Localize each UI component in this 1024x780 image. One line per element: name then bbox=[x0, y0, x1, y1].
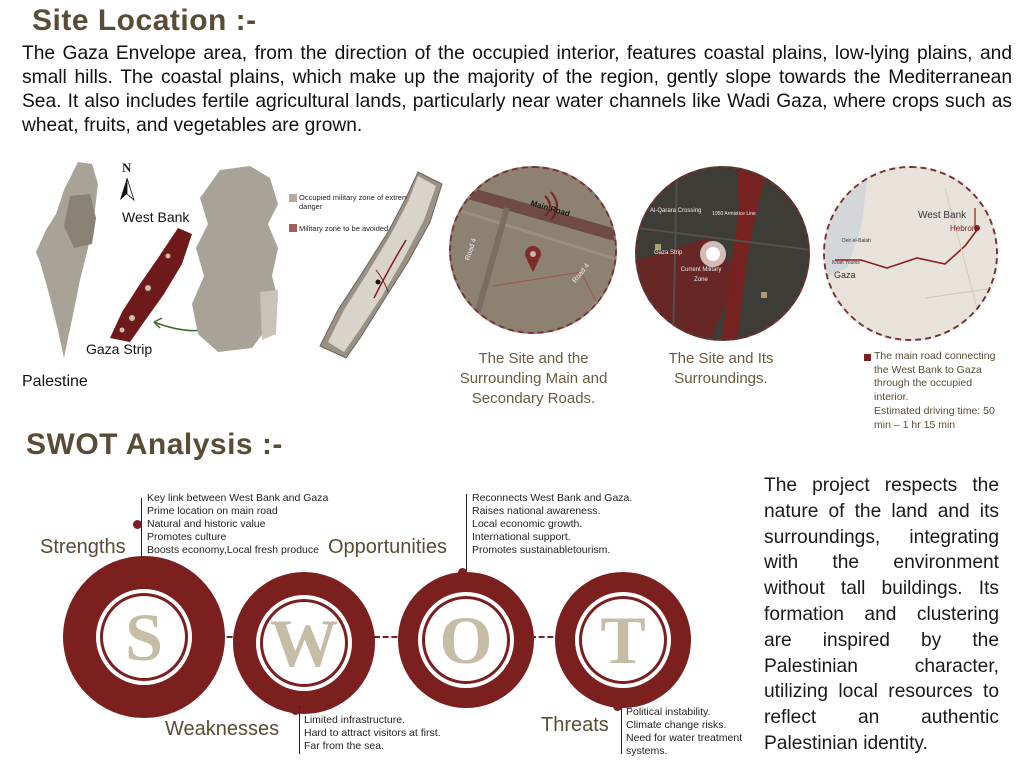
weaknesses-list: Limited infrastructure. Hard to attract … bbox=[304, 714, 474, 753]
strengths-item: Prime location on main road bbox=[147, 505, 278, 517]
swot-letter-s: S bbox=[103, 596, 185, 678]
threats-item: Climate change risks. bbox=[626, 719, 727, 731]
opportunities-dot bbox=[458, 568, 467, 577]
opportunities-item: Raises national awareness. bbox=[472, 505, 601, 517]
gaza-strip-circle-label: Gaza Strip bbox=[654, 250, 683, 256]
legend-swatch-avoid bbox=[289, 224, 297, 232]
swot-ring-o: O bbox=[398, 572, 534, 708]
gaza-strip-map bbox=[110, 228, 192, 342]
hebron-label: Hebron bbox=[950, 224, 977, 233]
strengths-item: Natural and historic value bbox=[147, 518, 266, 530]
connector-w-o bbox=[374, 636, 406, 638]
north-label: N bbox=[122, 160, 132, 175]
site-roads-map bbox=[449, 166, 617, 334]
site-surroundings-caption: The Site and Its Surroundings. bbox=[668, 350, 774, 387]
threats-item: Political instability. bbox=[626, 706, 711, 718]
swot-ring-t: T bbox=[555, 572, 691, 708]
weaknesses-dot bbox=[291, 706, 300, 715]
west-bank-circle-label: West Bank bbox=[918, 210, 967, 221]
armistice-label: 1950 Armistice Line bbox=[712, 211, 756, 217]
current-military-zone-label: Current Military Zone bbox=[680, 267, 722, 283]
route-caption: The main road connecting the West Bank t… bbox=[874, 350, 996, 403]
west-bank-enlarged-map bbox=[192, 166, 278, 352]
swot-ring-s: S bbox=[63, 556, 225, 718]
site-location-title: Site Location :- bbox=[32, 4, 257, 37]
opportunities-label: Opportunities bbox=[328, 536, 447, 558]
strengths-item: Boosts economy,Local fresh produce bbox=[147, 544, 319, 556]
strengths-item: Key link between West Bank and Gaza bbox=[147, 492, 329, 504]
threats-list: Political instability. Climate change ri… bbox=[626, 706, 756, 758]
weaknesses-item: Limited infrastructure. bbox=[304, 714, 405, 726]
palestine-label: Palestine bbox=[22, 373, 88, 390]
weaknesses-stem bbox=[299, 706, 300, 754]
opportunities-stem bbox=[466, 494, 467, 572]
site-roads-caption: The Site and the Surrounding Main and Se… bbox=[459, 350, 608, 407]
site-surroundings-map bbox=[635, 166, 810, 341]
threats-dot bbox=[613, 702, 622, 711]
legend-avoid-text: Military zone to be avoided bbox=[299, 224, 389, 233]
strengths-item: Promotes culture bbox=[147, 531, 227, 543]
swot-ring-w: W bbox=[233, 572, 375, 714]
swot-letter-w: W bbox=[263, 602, 345, 684]
weaknesses-item: Far from the sea. bbox=[304, 740, 384, 752]
opportunities-item: Reconnects West Bank and Gaza. bbox=[472, 492, 633, 504]
legend-danger-text: Occupied military zone of extreme danger bbox=[299, 193, 413, 211]
threats-stem bbox=[621, 706, 622, 754]
driving-time-text: Estimated driving time: 50 min – 1 hr 15… bbox=[874, 405, 995, 431]
swot-title: SWOT Analysis :- bbox=[26, 428, 283, 461]
swot-letter-t: T bbox=[582, 599, 664, 681]
opportunities-item: International support. bbox=[472, 531, 571, 543]
weaknesses-item: Hard to attract visitors at first. bbox=[304, 727, 441, 739]
khan-label: Khan Younis bbox=[832, 260, 860, 266]
swot-letter-o: O bbox=[425, 599, 507, 681]
route-legend-swatch bbox=[864, 354, 871, 361]
opportunities-item: Promotes sustainabletourism. bbox=[472, 544, 611, 556]
strengths-label: Strengths bbox=[40, 536, 126, 558]
opportunities-item: Local economic growth. bbox=[472, 518, 583, 530]
weaknesses-label: Weaknesses bbox=[165, 718, 280, 740]
gaza-detailed-map bbox=[319, 171, 443, 359]
north-arrow-icon bbox=[120, 178, 135, 202]
gaza-circle-label: Gaza bbox=[834, 270, 856, 280]
gaza-strip-label: Gaza Strip bbox=[86, 341, 153, 357]
strengths-dot bbox=[133, 520, 142, 529]
connector-o-t bbox=[530, 636, 562, 638]
deir-label: Deir el-Balah bbox=[842, 238, 871, 244]
strengths-stem bbox=[141, 498, 142, 558]
strengths-list: Key link between West Bank and Gaza Prim… bbox=[147, 492, 347, 557]
opportunities-list: Reconnects West Bank and Gaza. Raises na… bbox=[472, 492, 682, 557]
legend-swatch-danger bbox=[289, 194, 297, 202]
project-description: The project respects the nature of the l… bbox=[764, 475, 999, 754]
threats-label: Threats bbox=[541, 714, 609, 736]
threats-item: Need for water treatment systems. bbox=[626, 732, 743, 757]
site-location-description: The Gaza Envelope area, from the directi… bbox=[22, 43, 1012, 136]
westbank-gaza-route-map bbox=[823, 166, 998, 341]
al-qarara-label: Al-Qarara Crossing bbox=[650, 208, 702, 214]
west-bank-label: West Bank bbox=[122, 209, 190, 225]
palestine-map bbox=[36, 162, 98, 358]
